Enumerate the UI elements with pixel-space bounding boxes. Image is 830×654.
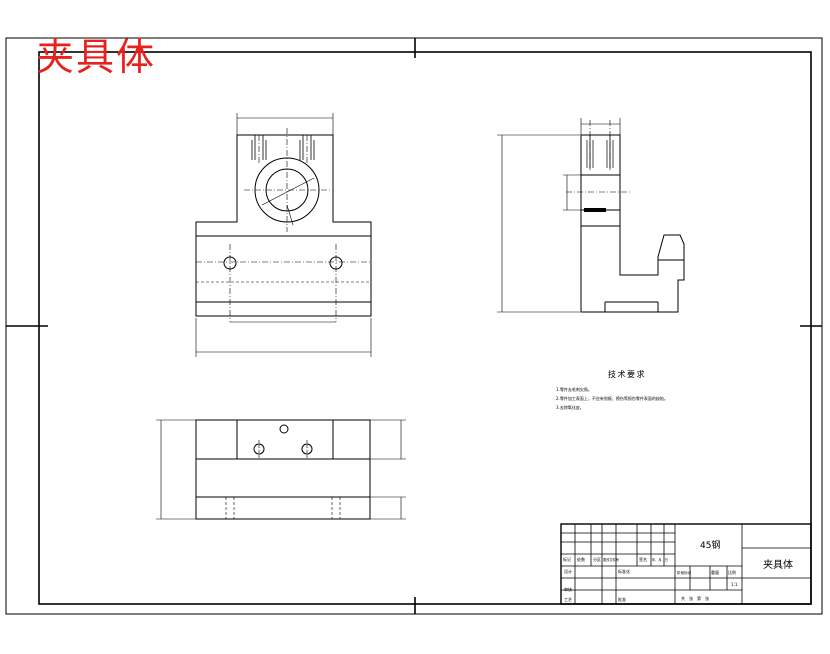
design-label: 设计 xyxy=(564,568,572,574)
weight-label: 重量 xyxy=(711,569,719,575)
tech-requirements: 技术要求 1.零件去毛刺尖角。 2.零件加工表面上，不应有划痕、擦伤等损伤零件表… xyxy=(556,369,668,410)
tech-requirements-heading: 技术要求 xyxy=(608,369,646,379)
standard-label: 标准化 xyxy=(618,568,630,574)
part-name-label: 夹具体 xyxy=(763,558,793,571)
material-label: 45钢 xyxy=(700,539,720,551)
tech-requirement-item: 3.去除氧化皮。 xyxy=(556,404,584,410)
approve-label: 批准 xyxy=(618,596,626,602)
review-label: 审核 xyxy=(564,586,572,592)
process-label: 工艺 xyxy=(564,597,572,602)
header-mark: 标记 xyxy=(563,556,571,562)
ratio-label: 比例 xyxy=(728,569,736,575)
tech-requirement-item: 2.零件加工表面上，不应有划痕、擦伤等损伤零件表面的缺陷。 xyxy=(556,395,668,401)
top-view xyxy=(156,419,406,520)
stage-label: 阶段标记 xyxy=(677,570,692,575)
header-count: 处数 xyxy=(577,556,585,562)
header-change-doc: 更改文件号 xyxy=(603,557,619,562)
header-signature: 签名 xyxy=(639,556,647,562)
title-block xyxy=(560,523,812,605)
side-view xyxy=(497,118,685,313)
header-date: 年、月、日 xyxy=(652,557,668,562)
header-zone: 分区 xyxy=(593,556,601,562)
scale-value: 1:1 xyxy=(731,582,738,587)
sheet-border xyxy=(5,37,823,615)
title-block-text: 45钢 夹具体 1:1 标记 处数 分区 更改文件号 签名 年、月、日 设计 标… xyxy=(563,539,793,602)
sheet-count-label: 共 张 第 张 xyxy=(681,595,709,601)
sheet-title: 夹具体 xyxy=(36,35,157,79)
tech-requirement-item: 1.零件去毛刺尖角。 xyxy=(556,386,592,392)
front-view xyxy=(195,113,372,357)
